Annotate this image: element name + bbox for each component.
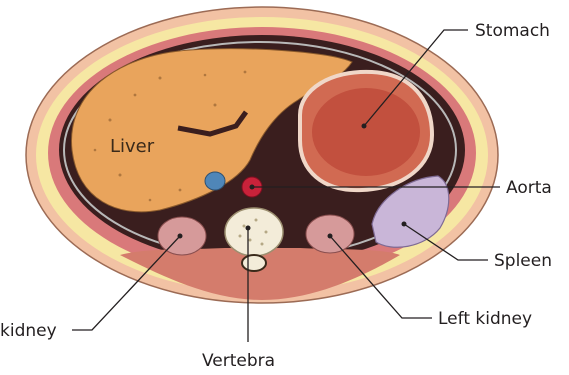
spinal-canal — [242, 255, 266, 271]
left-kidney-label: Left kidney — [438, 309, 532, 329]
right-kidney-leader-dot — [178, 234, 183, 239]
liver-label: Liver — [110, 136, 155, 157]
vertebral-body — [225, 208, 283, 256]
aorta-label: Aorta — [506, 178, 552, 198]
stomach-label: Stomach — [475, 21, 550, 41]
aorta-leader-dot — [250, 185, 255, 190]
right-kidney-label: kidney — [0, 321, 57, 341]
stomach-lumen — [312, 88, 420, 176]
left-kidney-leader-dot — [328, 234, 333, 239]
vertebra-label: Vertebra — [202, 351, 275, 371]
vertebra-leader-dot — [246, 226, 251, 231]
stomach-leader-dot — [362, 124, 367, 129]
spleen-label: Spleen — [494, 251, 552, 271]
inferior-vena-cava — [205, 172, 225, 190]
spleen-leader-dot — [402, 222, 407, 227]
